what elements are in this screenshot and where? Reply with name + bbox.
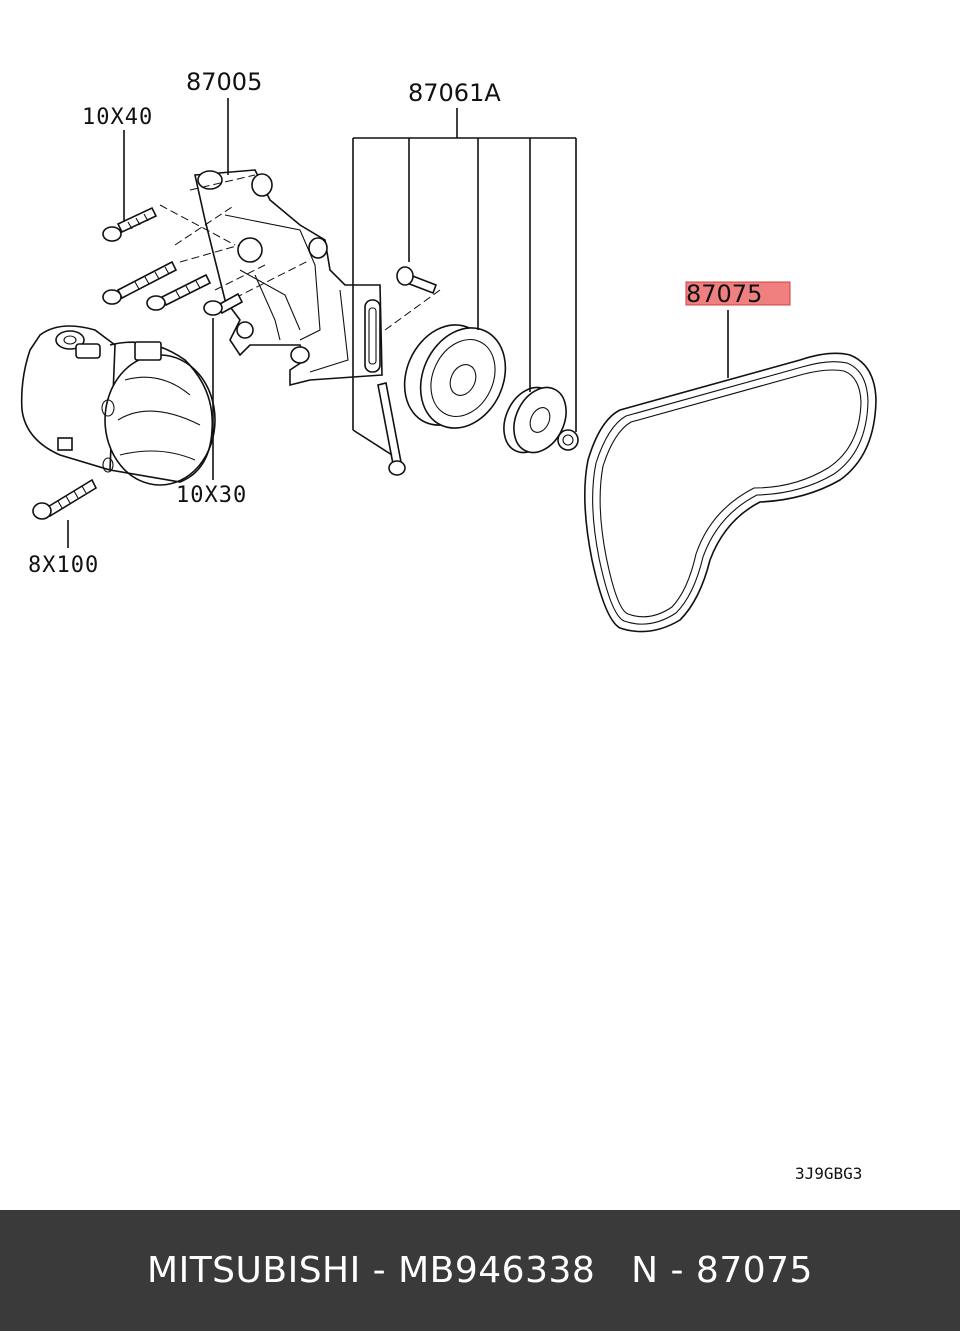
label-10x40: 10X40 (82, 105, 153, 130)
label-8x100: 8X100 (28, 553, 99, 578)
drive-belt (584, 352, 877, 633)
label-10x30: 10X30 (176, 483, 247, 508)
tensioner-bolt (396, 266, 438, 295)
bolt-8x100 (32, 478, 98, 520)
alignment-lines (159, 174, 441, 331)
compressor-drawing (20, 325, 216, 486)
leader-lines (67, 98, 729, 548)
idler-pulley-small (503, 386, 567, 454)
pulley-nut (557, 429, 579, 451)
label-87005[interactable]: 87005 (186, 68, 262, 96)
footer-bar: MITSUBISHI - MB946338 N - 87075 (0, 1210, 960, 1331)
long-bolt (377, 382, 406, 476)
highlight-box (685, 281, 791, 306)
drawing-code: 3J9GBG3 (795, 1164, 862, 1183)
bolt-10x40-upper (102, 206, 158, 242)
tensioner-pulley-large (403, 324, 507, 429)
footer-part-info: MITSUBISHI - MB946338 N - 87075 (147, 1250, 813, 1291)
parts-diagram: 87005 87061A 87075 10X40 10X30 8X100 3J9… (20, 68, 877, 1183)
bracket-drawing (194, 169, 383, 387)
label-87075[interactable]: 87075 (686, 280, 762, 308)
bolt-10x40-middle (102, 260, 178, 305)
bolt-10x30 (203, 292, 244, 316)
bolt-10x40-lower (146, 273, 212, 311)
label-87061a[interactable]: 87061A (408, 79, 501, 107)
